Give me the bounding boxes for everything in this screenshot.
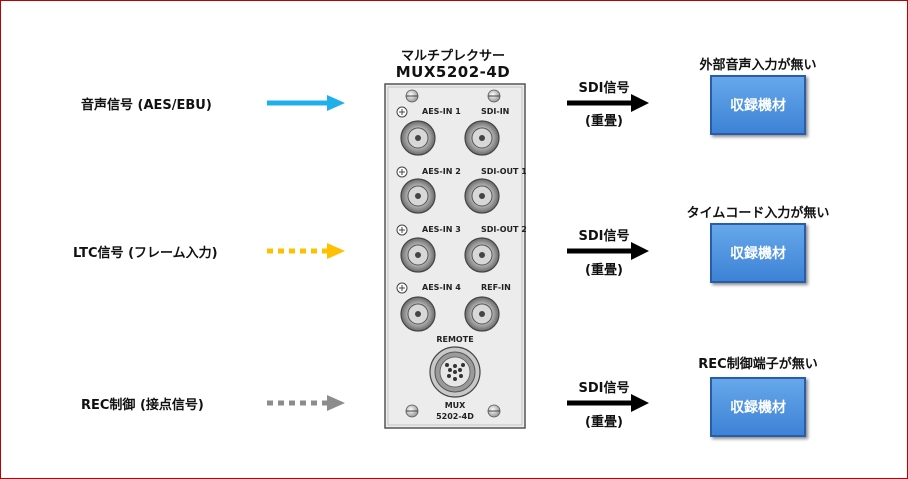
recorder-box-1: 収録機材 — [710, 75, 806, 135]
input-label-rec: REC制御 (接点信号) — [81, 398, 204, 413]
port-label-aes3: AES-IN 3 — [422, 225, 461, 234]
screw-tr — [487, 89, 501, 103]
led-aes3 — [396, 224, 408, 236]
output-note-1: (重畳) — [585, 114, 623, 129]
bnc-ref-in — [464, 296, 500, 332]
port-label-aes1: AES-IN 1 — [422, 107, 461, 116]
output-arrow-3 — [567, 394, 649, 412]
output-note-3: (重畳) — [585, 415, 623, 430]
output-note-2: (重畳) — [585, 263, 623, 278]
output-title-3: REC制御端子が無い — [698, 357, 818, 372]
input-label-ltc: LTC信号 (フレーム入力) — [73, 246, 218, 261]
output-signal-3: SDI信号 — [578, 381, 630, 396]
remote-connector — [429, 346, 481, 398]
port-label-remote: REMOTE — [436, 335, 473, 344]
recorder-box-3: 収録機材 — [710, 377, 806, 437]
output-arrow-1 — [567, 94, 649, 112]
bnc-aes2 — [400, 178, 436, 214]
output-arrow-2 — [567, 242, 649, 260]
led-aes4 — [396, 282, 408, 294]
output-title-1: 外部音声入力が無い — [699, 58, 817, 73]
bnc-sdi-out1 — [464, 178, 500, 214]
input-arrow-rec — [267, 395, 345, 411]
bnc-sdi-out2 — [464, 237, 500, 273]
screw-br — [487, 404, 501, 418]
recorder-box-2: 収録機材 — [710, 223, 806, 283]
screw-bl — [405, 404, 419, 418]
device-model: MUX5202-4D — [395, 63, 511, 81]
output-signal-1: SDI信号 — [578, 81, 630, 96]
device-panel: AES-IN 1 SDI-IN AES-IN 2 SDI-OUT 1 — [384, 83, 526, 429]
bnc-aes4 — [400, 296, 436, 332]
led-aes1 — [396, 106, 408, 118]
device-name-jp: マルチプレクサー — [400, 49, 505, 64]
output-signal-2: SDI信号 — [578, 229, 630, 244]
port-label-ref-in: REF-IN — [481, 283, 511, 292]
output-title-2: タイムコード入力が無い — [686, 206, 830, 221]
input-label-audio: 音声信号 (AES/EBU) — [81, 98, 212, 113]
port-label-aes2: AES-IN 2 — [422, 167, 461, 176]
bnc-aes1 — [400, 120, 436, 156]
port-label-sdi-out2: SDI-OUT 2 — [481, 225, 526, 234]
port-label-aes4: AES-IN 4 — [422, 283, 461, 292]
led-aes2 — [396, 166, 408, 178]
port-label-sdi-in: SDI-IN — [481, 107, 509, 116]
plate-line1: MUX — [445, 401, 466, 410]
input-arrow-audio — [267, 95, 345, 111]
plate-line2: 5202-4D — [436, 412, 474, 421]
input-arrow-ltc — [267, 243, 345, 259]
port-label-sdi-out1: SDI-OUT 1 — [481, 167, 526, 176]
bnc-aes3 — [400, 237, 436, 273]
screw-tl — [405, 89, 419, 103]
bnc-sdi-in — [464, 120, 500, 156]
